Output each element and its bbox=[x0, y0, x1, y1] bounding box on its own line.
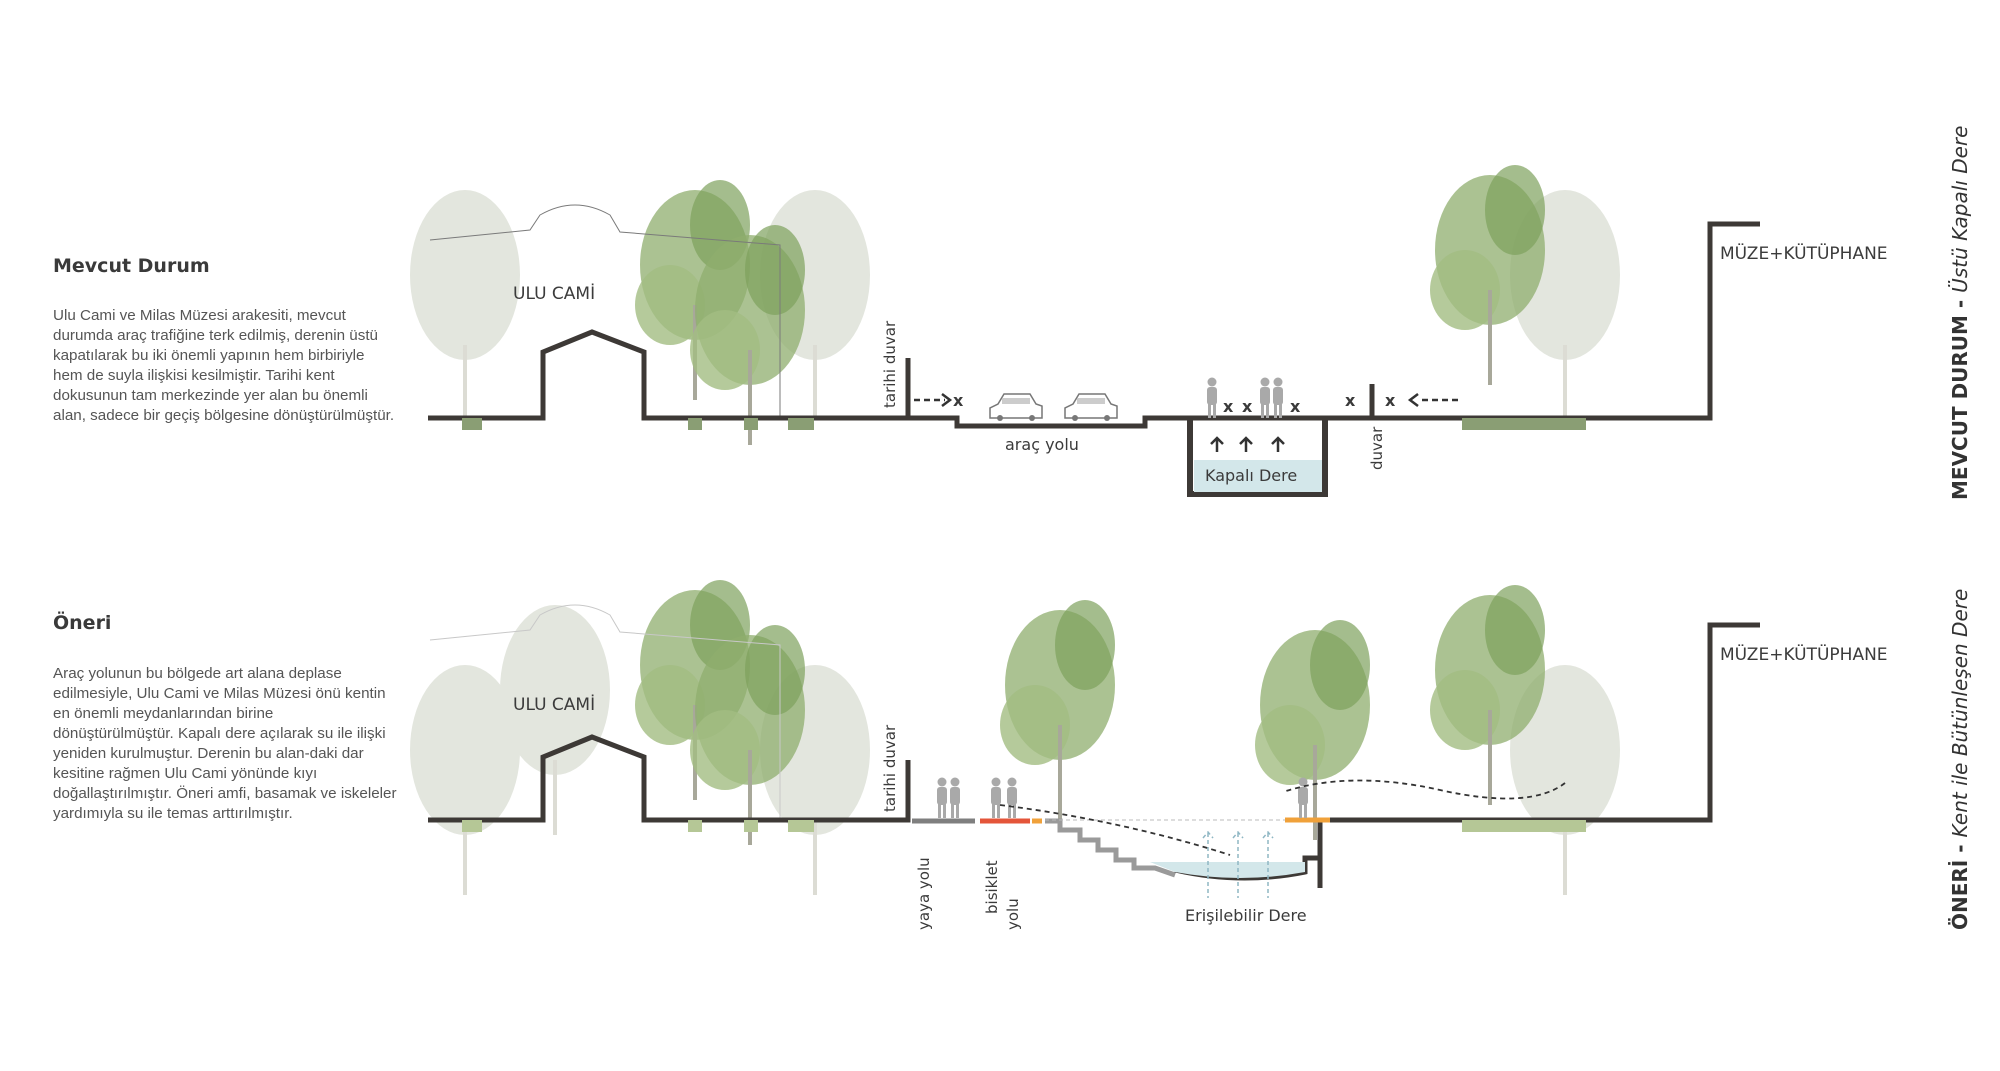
muze-label: MÜZE+KÜTÜPHANE bbox=[1720, 242, 1888, 264]
tree-creek-left bbox=[1000, 600, 1115, 820]
planter bbox=[688, 418, 702, 430]
svg-text:x: x bbox=[1242, 397, 1253, 416]
bisiklet-label: bisiklet bbox=[983, 860, 1001, 914]
faint-tree-left bbox=[410, 190, 520, 420]
svg-text:x: x bbox=[1223, 397, 1234, 416]
side-label-bold: ÖNERİ bbox=[1948, 859, 1972, 930]
culvert-water bbox=[1194, 460, 1322, 492]
muze-label: MÜZE+KÜTÜPHANE bbox=[1720, 643, 1888, 665]
person bbox=[1298, 777, 1308, 818]
amphitheater-steps bbox=[1045, 818, 1176, 878]
tree-museum bbox=[1430, 165, 1545, 385]
oneri-side-label: ÖNERİ - Kent ile Bütünleşen Dere bbox=[1948, 589, 1972, 930]
planter bbox=[744, 820, 758, 832]
planter bbox=[744, 418, 758, 430]
yaya-yolu-label: yaya yolu bbox=[915, 857, 933, 930]
mevcut-description: Ulu Cami ve Milas Müzesi arakesiti, mevc… bbox=[53, 307, 395, 424]
person bbox=[1207, 377, 1217, 418]
person bbox=[1260, 377, 1270, 418]
oneri-section: ULU CAMİ tarihi duvar yaya yolu bisiklet… bbox=[410, 580, 1888, 930]
side-label-bold: MEVCUT DURUM bbox=[1948, 315, 1972, 500]
person bbox=[1273, 377, 1283, 418]
mosque-outline bbox=[429, 604, 781, 820]
bisiklet-yolu-label: yolu bbox=[1004, 898, 1022, 930]
faint-tree-mosque bbox=[500, 605, 610, 835]
svg-text:x: x bbox=[953, 391, 964, 410]
person bbox=[991, 777, 1001, 818]
svg-text:x: x bbox=[1345, 391, 1356, 410]
planter bbox=[1462, 820, 1586, 832]
side-label-italic: Üstü Kapalı Dere bbox=[1948, 125, 1972, 293]
car bbox=[989, 393, 1043, 422]
creek-water bbox=[1150, 862, 1305, 878]
culvert bbox=[1187, 418, 1328, 497]
planter bbox=[462, 820, 482, 832]
flow-arrows bbox=[914, 393, 1458, 452]
planter bbox=[462, 418, 482, 430]
tree-creek-right bbox=[1255, 620, 1370, 840]
ulu-cami-label: ULU CAMİ bbox=[513, 283, 595, 304]
mevcut-side-label: MEVCUT DURUM - Üstü Kapalı Dere bbox=[1948, 126, 1972, 500]
movement-arrows bbox=[999, 779, 1566, 856]
car bbox=[1064, 393, 1118, 422]
person bbox=[1007, 777, 1017, 818]
arac-yolu-label: araç yolu bbox=[1005, 435, 1079, 454]
erisilebilir-dere-label: Erişilebilir Dere bbox=[1185, 906, 1307, 925]
side-label-sep: - bbox=[1948, 292, 1972, 316]
side-label-sep: - bbox=[1948, 837, 1972, 860]
side-label-italic: Kent ile Bütünleşen Dere bbox=[1948, 588, 1972, 838]
ground-line bbox=[428, 734, 911, 823]
oneri-description: Araç yolunun bu bölgede art alana deplas… bbox=[53, 665, 397, 822]
kapali-dere-label: Kapalı Dere bbox=[1205, 466, 1297, 485]
cross-marks: x x x x x x bbox=[953, 391, 1396, 416]
oneri-title: Öneri bbox=[53, 612, 112, 634]
svg-text:x: x bbox=[1385, 391, 1396, 410]
planter bbox=[788, 418, 814, 430]
water-arrows bbox=[1202, 830, 1274, 898]
mosque-outline bbox=[429, 204, 781, 418]
mevcut-section: x x x x x x ULU CAMİ tarihi duvar araç y… bbox=[410, 165, 1888, 497]
person bbox=[937, 777, 947, 818]
planter bbox=[688, 820, 702, 832]
planter bbox=[788, 820, 814, 832]
mevcut-title: Mevcut Durum bbox=[53, 255, 210, 277]
person bbox=[950, 777, 960, 818]
duvar-label: duvar bbox=[1368, 426, 1386, 470]
planter bbox=[1462, 418, 1586, 430]
ulu-cami-label: ULU CAMİ bbox=[513, 694, 595, 715]
svg-text:x: x bbox=[1290, 397, 1301, 416]
tarihi-duvar-label: tarihi duvar bbox=[881, 724, 899, 812]
tarihi-duvar-label: tarihi duvar bbox=[881, 320, 899, 408]
